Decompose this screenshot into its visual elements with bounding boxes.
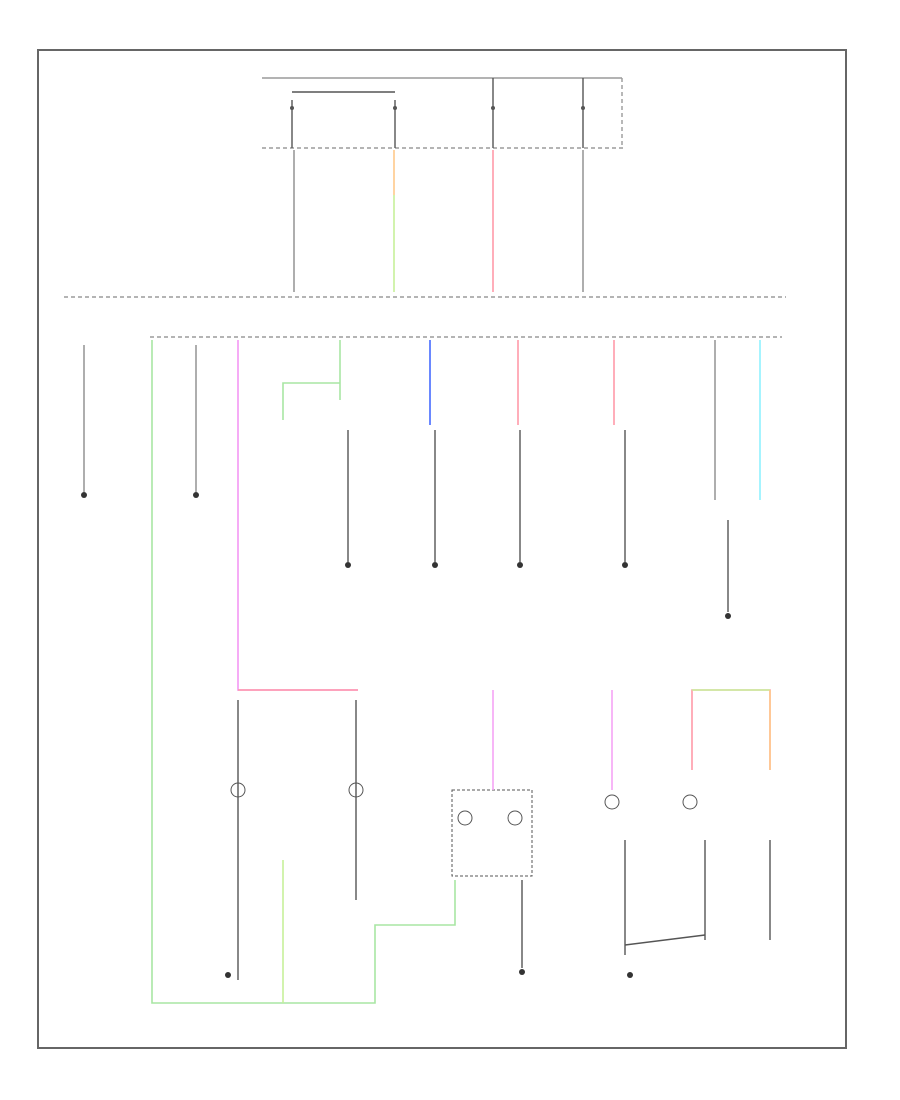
fuse-4 bbox=[581, 78, 585, 148]
fuse-1 bbox=[290, 100, 294, 148]
feed-wires bbox=[293, 150, 584, 292]
fuse-panel bbox=[262, 77, 625, 149]
lamps bbox=[225, 689, 771, 1003]
ground-branch-left bbox=[81, 345, 199, 498]
fuse-3 bbox=[491, 78, 495, 148]
fuse-2 bbox=[393, 100, 397, 148]
door-switches bbox=[282, 340, 761, 619]
diagram-border bbox=[37, 49, 847, 1049]
light-green-wire bbox=[151, 340, 456, 1004]
